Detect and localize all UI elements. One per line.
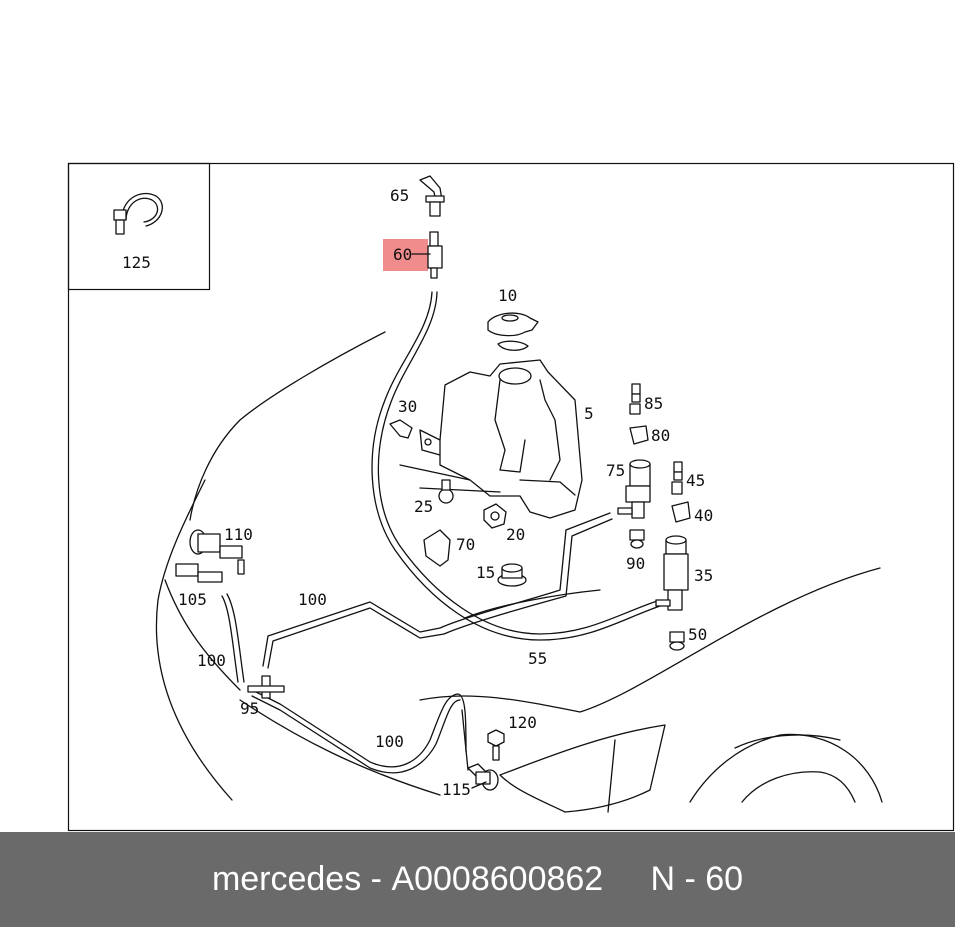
nut-20[interactable] (483, 503, 507, 529)
inset-box (67, 162, 211, 291)
callout-75[interactable]: 75 (606, 461, 625, 480)
hose-55[interactable] (371, 291, 661, 641)
screw-30[interactable] (389, 419, 413, 439)
callout-65[interactable]: 65 (390, 186, 409, 205)
callout-15[interactable]: 15 (476, 563, 495, 582)
valve-60[interactable] (427, 231, 443, 279)
pump-35[interactable] (655, 535, 689, 611)
nozzle-115[interactable] (467, 763, 499, 791)
footer-brand: mercedes (211, 860, 362, 898)
callout-125[interactable]: 125 (122, 253, 151, 272)
callout-10[interactable]: 10 (498, 286, 517, 305)
callout-55[interactable]: 55 (528, 649, 547, 668)
hose-100-left[interactable] (221, 593, 245, 683)
fitting-105[interactable] (175, 563, 223, 583)
grommet-90[interactable] (629, 529, 645, 549)
vehicle-body-outline (155, 331, 883, 813)
connector-85[interactable] (629, 383, 641, 415)
fitting-110[interactable] (189, 529, 245, 575)
connector-45[interactable] (671, 461, 683, 495)
bolt-120[interactable] (487, 729, 505, 761)
callout-40[interactable]: 40 (694, 506, 713, 525)
grommet-50[interactable] (669, 631, 685, 651)
callout-labels: 125 65 60 10 30 5 85 80 75 45 40 25 20 1… (122, 186, 713, 799)
connector-40[interactable] (671, 501, 691, 523)
callout-70[interactable]: 70 (456, 535, 475, 554)
callout-35[interactable]: 35 (694, 566, 713, 585)
hose-100-lower[interactable] (251, 689, 467, 774)
diagram-frame (67, 162, 955, 832)
clamp-125-icon[interactable] (113, 192, 163, 235)
callout-85[interactable]: 85 (644, 394, 663, 413)
hose-100-upper[interactable] (262, 512, 613, 669)
parts-diagram: 125 65 60 10 30 5 85 80 75 45 40 25 20 1… (67, 162, 955, 832)
footer-separator: - (361, 860, 392, 898)
callout-20[interactable]: 20 (506, 525, 525, 544)
callout-60[interactable]: 60 (393, 245, 412, 264)
grommet-15[interactable] (497, 563, 527, 587)
screw-25[interactable] (438, 479, 454, 504)
callout-45[interactable]: 45 (686, 471, 705, 490)
footer-gap (603, 860, 650, 899)
footer-position: N - 60 (650, 860, 744, 898)
bracket-70[interactable] (423, 529, 451, 567)
washer-reservoir-5[interactable] (399, 359, 583, 519)
callout-95[interactable]: 95 (240, 699, 259, 718)
callout-100-upper[interactable]: 100 (298, 590, 327, 609)
callout-100-left[interactable]: 100 (197, 651, 226, 670)
callout-80[interactable]: 80 (651, 426, 670, 445)
connector-80[interactable] (629, 425, 649, 445)
callout-50[interactable]: 50 (688, 625, 707, 644)
connector-95[interactable] (247, 675, 285, 699)
leader-lines (411, 253, 487, 789)
footer-part-number: A0008600862 (391, 860, 604, 898)
callout-120[interactable]: 120 (508, 713, 537, 732)
callout-30[interactable]: 30 (398, 397, 417, 416)
cap-10[interactable] (487, 312, 539, 351)
callout-5[interactable]: 5 (584, 404, 594, 423)
footer-bar: mercedes - A0008600862 N - 60 (0, 832, 955, 927)
callout-110[interactable]: 110 (224, 525, 253, 544)
callout-105[interactable]: 105 (178, 590, 207, 609)
nozzle-65[interactable] (419, 175, 445, 217)
highlight-part-60[interactable] (383, 239, 428, 271)
callout-90[interactable]: 90 (626, 554, 645, 573)
callout-115[interactable]: 115 (442, 780, 471, 799)
callout-25[interactable]: 25 (414, 497, 433, 516)
pump-75[interactable] (617, 459, 651, 519)
callout-100-lower[interactable]: 100 (375, 732, 404, 751)
